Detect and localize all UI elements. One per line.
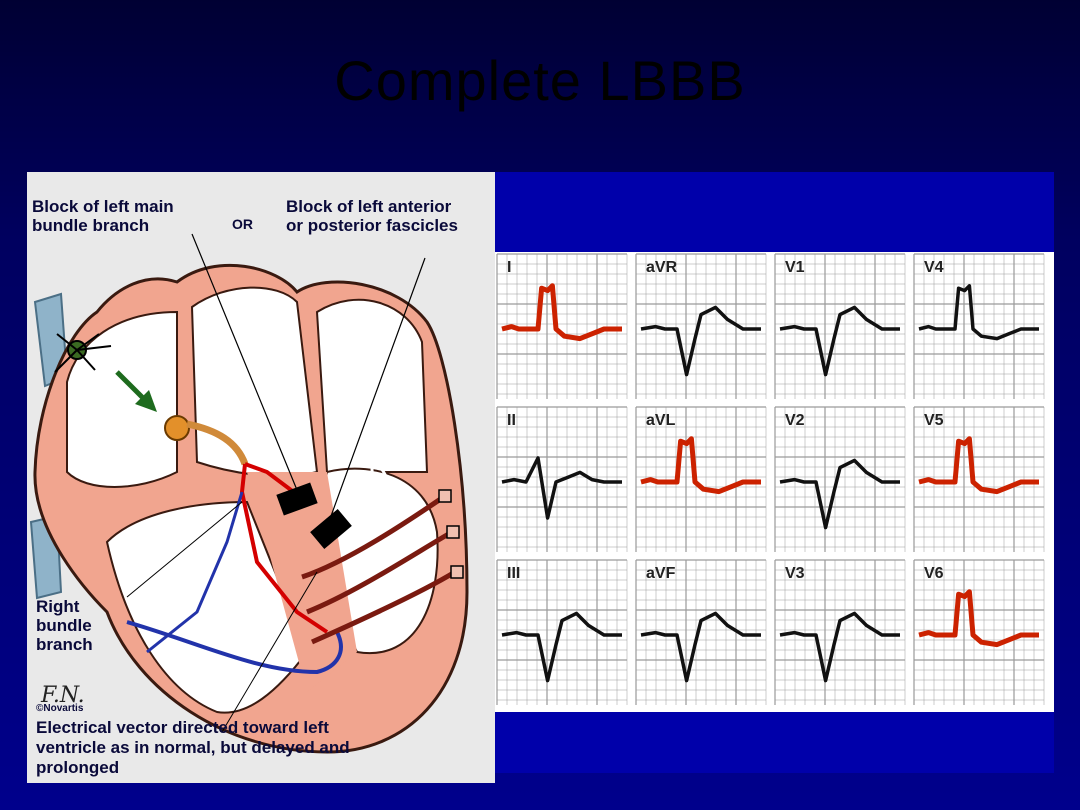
ecg-lead-label: II (507, 412, 516, 429)
ecg-lead-avl: aVL (635, 406, 767, 552)
upper-right-chamber (315, 298, 429, 474)
ecg-trace (640, 305, 761, 377)
ecg-lead-label: V5 (924, 412, 944, 429)
label-or: OR (232, 216, 253, 232)
label-copyright: ©Novartis (36, 703, 84, 714)
fiber-2 (306, 529, 454, 615)
fiber-1 (301, 493, 447, 580)
ecg-trace (501, 456, 622, 520)
ecg-trace (501, 283, 622, 342)
impulse-arrowhead-icon (135, 390, 157, 412)
heart-illustration: F.N. (29, 233, 469, 754)
label-right-bundle: Right bundle branch (36, 597, 93, 654)
pointer-right-bundle (126, 501, 243, 598)
sa-node-rays (54, 333, 112, 373)
block-bar-main (276, 482, 318, 516)
block-bar-fascicle (310, 509, 352, 549)
ecg-lead-label: III (507, 565, 520, 582)
ecg-lead-label: V2 (785, 412, 805, 429)
ecg-trace (779, 305, 900, 377)
ecg-lead-label: V3 (785, 565, 805, 582)
ecg-lead-ii: II (496, 406, 628, 552)
ecg-lead-v1: V1 (774, 253, 906, 399)
impulse-arrow (115, 370, 147, 402)
ecg-lead-label: aVR (646, 259, 678, 276)
ecg-lead-label: I (507, 259, 511, 276)
ecg-lead-label: aVL (646, 412, 676, 429)
right-bundle-branch (146, 491, 244, 654)
heart-diagram-panel: F.N. Block of left main bundle branch OR… (27, 172, 495, 783)
ecg-lead-avr: aVR (635, 253, 767, 399)
slide-title: Complete LBBB (334, 49, 746, 112)
ecg-lead-v6: V6 (913, 559, 1045, 705)
pointer-vector (221, 571, 318, 733)
label-vector: Electrical vector directed toward left v… (36, 718, 350, 777)
ecg-trace (779, 611, 900, 683)
pointer-fascicles (326, 257, 426, 528)
ecg-trace (918, 436, 1039, 495)
ecg-trace (640, 611, 761, 683)
ecg-lead-label: V4 (924, 259, 944, 276)
ecg-trace (640, 436, 761, 495)
ecg-lead-label: aVF (646, 565, 676, 582)
ecg-trace (779, 458, 900, 530)
artist-signature-mark: F.N. (40, 683, 85, 708)
left-atrium-chamber (190, 286, 319, 478)
electrode-icons (438, 489, 464, 579)
ecg-lead-i: I (496, 253, 628, 399)
ecg-lead-avf: aVF (635, 559, 767, 705)
ecg-lead-iii: III (496, 559, 628, 705)
left-bundle-branch (239, 463, 329, 634)
av-node (164, 415, 190, 441)
ecg-lead-v5: V5 (913, 406, 1045, 552)
ecg-lead-v4: V4 (913, 253, 1045, 399)
ecg-lead-v3: V3 (774, 559, 906, 705)
ecg-lead-label: V1 (785, 259, 805, 276)
label-left-main-bundle: Block of left main bundle branch (32, 197, 174, 235)
label-fascicles: Block of left anterior or posterior fasc… (286, 197, 458, 235)
ecg-trace (501, 611, 622, 683)
pointer-left-main (191, 233, 298, 491)
bundle-of-his (186, 420, 249, 466)
fiber-3 (310, 569, 457, 645)
fascicle-tree (355, 441, 394, 533)
purkinje-blue (126, 620, 343, 675)
ecg-lead-label: V6 (924, 565, 944, 582)
ecg-trace (918, 284, 1039, 341)
ecg-trace (918, 589, 1039, 648)
ecg-lead-v2: V2 (774, 406, 906, 552)
